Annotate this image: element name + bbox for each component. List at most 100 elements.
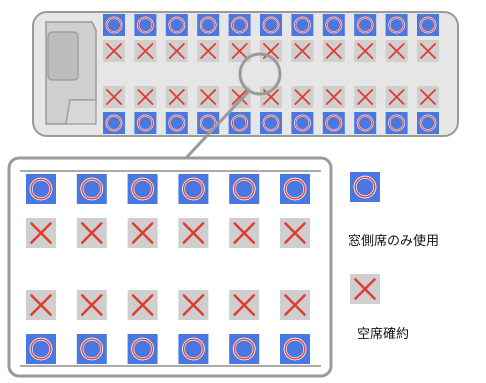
circle-ring <box>30 178 52 200</box>
circle-ring <box>81 178 103 200</box>
cross-icon <box>325 43 342 59</box>
zoom-seat <box>26 290 56 320</box>
circle-center <box>32 340 50 358</box>
cross-icon <box>168 89 185 105</box>
zoom-seat <box>229 218 260 248</box>
bus-seat <box>322 14 345 36</box>
cross-icon <box>420 89 436 105</box>
cross-icon <box>231 89 248 105</box>
circle-center <box>296 116 309 130</box>
bus-seat <box>134 40 157 62</box>
magnifier-connector <box>184 90 250 160</box>
circle-center <box>235 340 253 358</box>
bus-seat <box>228 86 251 108</box>
bus-seat <box>197 40 220 62</box>
circle-center <box>356 178 374 196</box>
bus-seat <box>103 14 125 36</box>
bus-seat <box>103 112 125 134</box>
bus-seat <box>260 112 282 134</box>
cross-icon <box>182 294 205 316</box>
circle-ring <box>354 176 376 198</box>
legend-window-label: 窓側席のみ使用 <box>348 234 440 249</box>
circle-ring <box>132 178 154 200</box>
circle-ring <box>420 115 436 131</box>
zoom-seat <box>178 334 209 364</box>
cross-icon <box>284 222 306 244</box>
circle-center <box>233 116 246 130</box>
circle-center <box>390 18 403 32</box>
circle-ring <box>420 17 436 33</box>
circle-ring <box>132 338 154 360</box>
zoom-panel <box>7 156 333 378</box>
bus-seat <box>322 86 345 108</box>
cross-icon <box>30 222 52 244</box>
zoom-seat <box>76 174 107 204</box>
cross-icon <box>80 294 103 316</box>
circle-ring <box>263 17 279 33</box>
circle-ring <box>388 115 405 131</box>
circle-ring <box>357 17 373 33</box>
cross-icon <box>182 222 205 244</box>
bus-seat <box>417 40 439 62</box>
bus-seat <box>260 86 282 108</box>
circle-center <box>264 116 278 130</box>
circle-ring <box>169 17 185 33</box>
circle-center <box>139 116 152 130</box>
circle-center <box>233 18 246 32</box>
cross-icon <box>200 89 217 105</box>
circle-ring <box>233 178 255 200</box>
zoom-seat <box>178 218 209 248</box>
cross-icon <box>137 43 154 59</box>
circle-ring <box>137 115 154 131</box>
zoom-seat <box>178 174 209 204</box>
bus-seat <box>260 40 282 62</box>
bus-seat <box>385 14 408 36</box>
circle-center <box>134 340 152 358</box>
legend-blocked-seat <box>350 274 380 304</box>
cross-icon <box>80 222 103 244</box>
bus-seat <box>322 40 345 62</box>
zoom-seat <box>229 334 260 364</box>
bus-seat <box>165 40 188 62</box>
cross-icon <box>420 43 436 59</box>
circle-ring <box>294 17 311 33</box>
circle-ring <box>326 17 342 33</box>
cross-icon <box>388 43 405 59</box>
circle-center <box>359 18 372 32</box>
circle-center <box>184 180 202 198</box>
circle-ring <box>233 338 255 360</box>
cross-icon <box>388 89 405 105</box>
circle-center <box>296 18 309 32</box>
circle-center <box>235 180 253 198</box>
circle-ring <box>357 115 373 131</box>
circle-center <box>170 116 183 130</box>
cross-icon <box>131 222 154 244</box>
circle-ring <box>182 178 204 200</box>
bus-seat <box>103 40 125 62</box>
circle-center <box>170 18 183 32</box>
circle-center <box>327 116 340 130</box>
circle-ring <box>231 17 248 33</box>
legend-blocked-icon <box>350 274 380 304</box>
bus-seat <box>103 86 125 108</box>
zoom-seat-grid <box>26 174 310 364</box>
bus-seat <box>228 112 251 134</box>
circle-center <box>107 18 121 32</box>
circle-center <box>139 18 152 32</box>
circle-center <box>264 18 278 32</box>
circle-ring <box>231 115 248 131</box>
circle-ring <box>326 115 342 131</box>
bus-seat <box>322 112 345 134</box>
zoom-seat <box>178 290 209 320</box>
zoom-seat <box>280 174 310 204</box>
legend-blocked-label: 空席確約 <box>357 327 410 342</box>
circle-ring <box>388 17 405 33</box>
bus-seat <box>228 14 251 36</box>
circle-ring <box>106 115 122 131</box>
circle-ring <box>81 338 103 360</box>
cross-icon <box>106 89 122 105</box>
circle-ring <box>200 17 216 33</box>
cross-icon <box>131 294 154 316</box>
zoom-seat <box>280 334 310 364</box>
